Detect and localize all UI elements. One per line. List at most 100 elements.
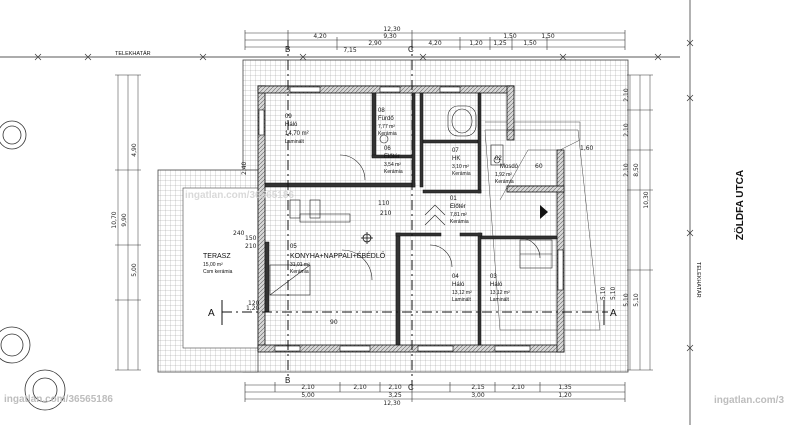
room-haloB: 04 Háló 13,12 m² Laminált [452, 274, 472, 303]
tree-icon [2, 125, 22, 145]
dim-left-outer: 10,70 [111, 211, 118, 228]
dim-right-total: 10,30 [643, 191, 650, 208]
dim-bottom-row1: 2,10 [301, 384, 315, 391]
grid-label-bottom: C [408, 383, 414, 392]
dim-bottom-row2: 5,00 [301, 392, 315, 399]
dim-right-part: 2,10 [623, 123, 630, 137]
dim-bottom-row2: 3,00 [471, 392, 485, 399]
dim-misc: 150 [245, 235, 257, 242]
interior-walls [264, 92, 558, 346]
plot-boundary-right-label: TELEKHATÁR [695, 262, 702, 298]
section-label-top: B [285, 45, 290, 54]
dim-top-row2: 2,90 [368, 40, 382, 47]
dim-top-row2: 1,50 [523, 40, 537, 47]
dim-top-total: 12,30 [383, 26, 400, 33]
dim-left-part: 4,90 [131, 143, 138, 157]
room-number: 06 [384, 146, 391, 152]
room-furdo: 08 Fürdő 7,77 m² Kerámia [378, 108, 397, 137]
watermark-left: ingatlan.com/36565186 [4, 394, 113, 405]
room-number: 03 [490, 274, 497, 280]
dim-top-row1: 1,50 [541, 33, 555, 40]
entrance-marker [540, 205, 548, 219]
room-name: Előtér [450, 204, 466, 210]
section-label-right: A [610, 308, 617, 319]
room-name: Háló [452, 282, 465, 288]
room-name: Háló [490, 282, 503, 288]
tree-icon [32, 377, 58, 403]
room-area: 3,54 m² [384, 162, 401, 168]
room-area: 3,10 m² [452, 164, 469, 170]
room-area: 31,01 m² [290, 262, 310, 268]
dimension-lines [117, 32, 651, 400]
room-haloA: 09 Háló 14,70 m² Laminált [285, 114, 309, 145]
terrace-floor [182, 187, 259, 349]
dim-misc: 210 [245, 243, 257, 250]
room-number: 09 [285, 114, 292, 120]
dim-right-part: 5,10 [633, 293, 640, 307]
dim-misc: 210 [380, 210, 392, 217]
plot-boundary [0, 0, 694, 425]
room-floor: Kerámia [384, 169, 403, 175]
dim-left-mid: 9,90 [121, 213, 128, 227]
tree-icon [24, 369, 66, 411]
tree-icon [0, 120, 27, 150]
dim-bottom-row1: 1,35 [558, 384, 572, 391]
section-label-left: A [208, 308, 215, 319]
room-name: Mosdó [500, 164, 519, 170]
dim-bottom-row1: 2,10 [511, 384, 525, 391]
room-number: 04 [452, 274, 459, 280]
room-name: KONYHA+NAPPALI+ÉBÉDLŐ [290, 251, 386, 260]
dim-misc: 5,10 [600, 286, 607, 300]
room-eloter1: 06 Előtér 3,54 m² Kerámia [384, 146, 403, 175]
room-floor: Kerámia [378, 131, 397, 137]
dim-bottom-row2: 1,20 [558, 392, 572, 399]
room-haloC: 03 Háló 13,12 m² Laminált [490, 274, 510, 303]
room-number: 07 [452, 148, 459, 154]
room-number: 05 [290, 244, 297, 250]
dim-misc: 240 [233, 230, 245, 237]
section-label-bottom: B [285, 376, 290, 385]
fixtures [269, 105, 553, 296]
room-hk: 07 HK 3,10 m² Kerámia [452, 148, 471, 177]
room-area: 15,00 m² [203, 262, 223, 268]
dim-top-row1: 4,20 [313, 33, 327, 40]
watermark-center: ingatlan.com/36565186 [185, 190, 294, 201]
dim-top-row1: 1,50 [503, 33, 517, 40]
dim-top-row2: 7,15 [343, 47, 357, 54]
room-area: 13,12 m² [490, 290, 510, 296]
room-floor: Csm kerámia [203, 269, 233, 275]
room-name: Fürdő [378, 116, 394, 122]
dim-bottom-row1: 2,10 [388, 384, 402, 391]
room-name: Háló [285, 122, 298, 128]
dim-bottom-row1: 2,10 [353, 384, 367, 391]
plot-boundary-label: TELEKHATÁR [115, 50, 151, 57]
dim-misc: 110 [378, 200, 390, 207]
tree-icon [0, 333, 24, 357]
room-floor: Kerámia [290, 269, 309, 275]
dim-left-part: 5,00 [131, 263, 138, 277]
dim-misc: 120 [248, 300, 260, 307]
room-mosdo: 02 Mosdó 1,92 m² Kerámia [495, 156, 519, 185]
dim-top-row1: 9,30 [383, 33, 397, 40]
room-floor: Laminált [452, 297, 472, 303]
room-floor: Kerámia [450, 219, 469, 225]
dim-top-row2: 1,20 [469, 40, 483, 47]
dim-right-part: 5,10 [623, 293, 630, 307]
room-eloter2: 01 Előtér 7,81 m² Kerámia [450, 196, 469, 225]
room-area: 7,77 m² [378, 124, 395, 130]
room-floor: Kerámia [452, 171, 471, 177]
room-number: 08 [378, 108, 385, 114]
dim-right-mid: 8,50 [633, 163, 640, 177]
dim-misc: 2,40 [241, 161, 248, 175]
street-label: ZÖLDFA UTCA [733, 170, 746, 240]
room-floor: Laminált [490, 297, 510, 303]
dim-right-part: 2,10 [623, 163, 630, 177]
room-terasz: TERASZ 15,00 m² Csm kerámia [203, 253, 233, 275]
watermark-right: ingatlan.com/3 [714, 395, 784, 406]
dim-misc: 1,20 [246, 305, 260, 312]
dim-top-row1: 4,20 [428, 40, 442, 47]
room-floor: Laminált [285, 139, 305, 145]
room-konyha: 05 KONYHA+NAPPALI+ÉBÉDLŐ 31,01 m² Kerámi… [290, 244, 386, 275]
room-name: TERASZ [203, 253, 231, 260]
